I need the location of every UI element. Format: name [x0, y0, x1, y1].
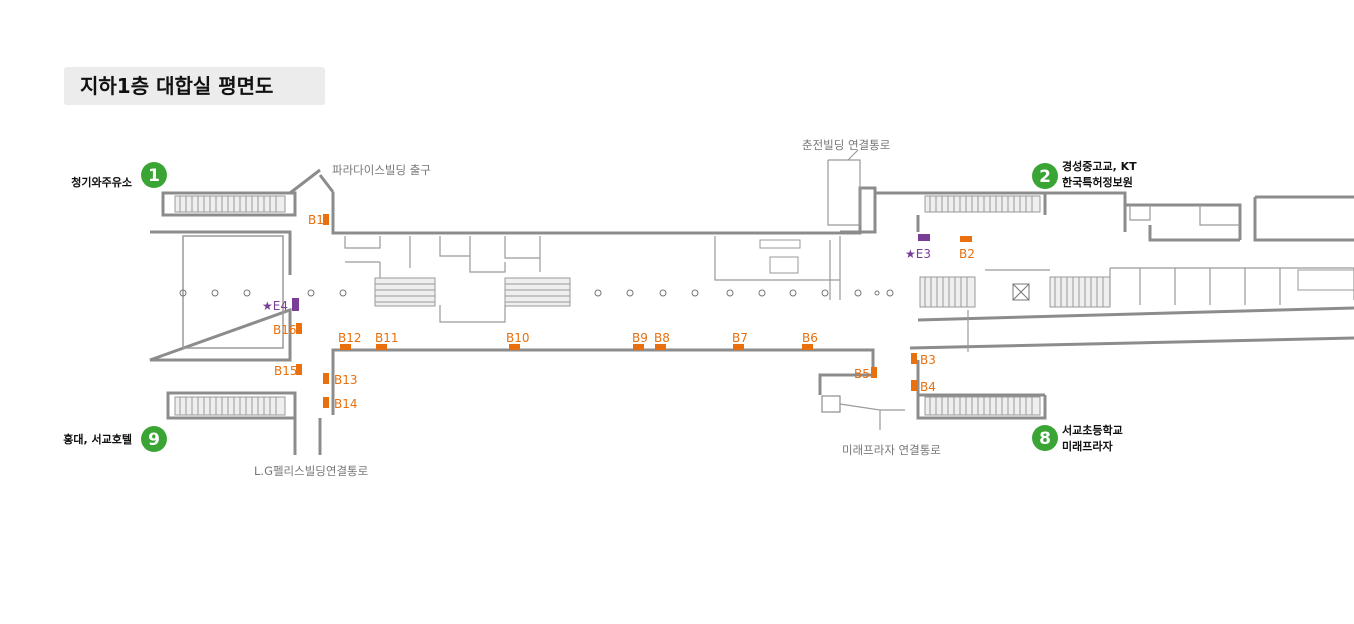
svg-text:★E3: ★E3 [905, 247, 931, 261]
locker-b12 [340, 344, 351, 350]
exit-badge [1032, 425, 1058, 451]
main-concourse [289, 149, 1047, 420]
exit-badge [141, 426, 167, 452]
label-b13: B13 [334, 373, 358, 387]
label-b5: B5 [854, 367, 870, 381]
exit-badge [1032, 163, 1058, 189]
label-b16: B16 [273, 323, 297, 337]
connection-lgpalace: L.G펠리스빌딩연결통로 [254, 464, 368, 478]
svg-text:청기와주유소: 청기와주유소 [71, 175, 132, 189]
locker-b8 [655, 344, 666, 350]
label-b14: B14 [334, 397, 358, 411]
svg-text:2: 2 [1039, 167, 1051, 187]
label-b9: B9 [632, 331, 648, 345]
label-b15: B15 [274, 364, 298, 378]
svg-text:한국특허정보원: 한국특허정보원 [1062, 175, 1133, 189]
locker-b15 [296, 364, 302, 375]
locker-b2 [960, 236, 972, 242]
connection-miraeplaza: 미래프라자 연결통로 [842, 443, 941, 457]
exit-9: 9 홍대, 서교호텔 [63, 426, 167, 452]
locker-labels: B1 B2 B3 B4 B5 B6 B7 B8 B9 B10 B11 B12 B… [273, 213, 975, 411]
svg-text:홍대, 서교호텔: 홍대, 서교호텔 [63, 432, 132, 446]
label-b2: B2 [959, 247, 975, 261]
locker-b1 [323, 214, 329, 225]
svg-text:★E4: ★E4 [262, 299, 288, 313]
left-hall [149, 191, 347, 455]
locker-b11 [376, 344, 387, 350]
exit-8: 8 서교초등학교 미래프라자 [1032, 423, 1123, 453]
label-b11: B11 [375, 331, 399, 345]
svg-text:8: 8 [1039, 429, 1051, 449]
label-b8: B8 [654, 331, 670, 345]
locker-b7 [733, 344, 744, 350]
label-b12: B12 [338, 331, 362, 345]
exit-1: 1 청기와주유소 [71, 162, 167, 189]
locker-b9 [633, 344, 644, 350]
locker-b10 [509, 344, 520, 350]
label-b4: B4 [920, 380, 936, 394]
svg-text:경성중고교, KT: 경성중고교, KT [1062, 159, 1137, 173]
label-b1: B1 [308, 213, 324, 227]
label-b3: B3 [920, 353, 936, 367]
locker-b4 [911, 380, 917, 391]
svg-text:1: 1 [148, 166, 160, 186]
locker-b14 [323, 397, 329, 408]
locker-b5 [871, 367, 877, 378]
locker-markers [296, 214, 972, 408]
svg-text:서교초등학교: 서교초등학교 [1062, 423, 1123, 437]
elevator-e4: ★E4 [262, 298, 299, 313]
exit-2: 2 경성중고교, KT 한국특허정보원 [1032, 159, 1137, 189]
connection-chunjeon: 춘전빌딩 연결통로 [802, 138, 890, 152]
label-b10: B10 [506, 331, 530, 345]
exit-badge [141, 162, 167, 188]
elevator-e3: ★E3 [905, 234, 931, 261]
svg-text:9: 9 [148, 430, 160, 450]
right-section [821, 191, 1354, 430]
escalators [174, 195, 1111, 416]
locker-b16 [296, 323, 302, 334]
connection-paradise: 파라다이스빌딩 출구 [332, 163, 431, 177]
locker-b3 [911, 353, 917, 364]
label-b6: B6 [802, 331, 818, 345]
svg-text:미래프라자: 미래프라자 [1062, 439, 1113, 453]
page-title: 지하1층 대합실 평면도 [64, 67, 325, 105]
label-b7: B7 [732, 331, 748, 345]
locker-b13 [323, 373, 329, 384]
locker-b6 [802, 344, 813, 350]
